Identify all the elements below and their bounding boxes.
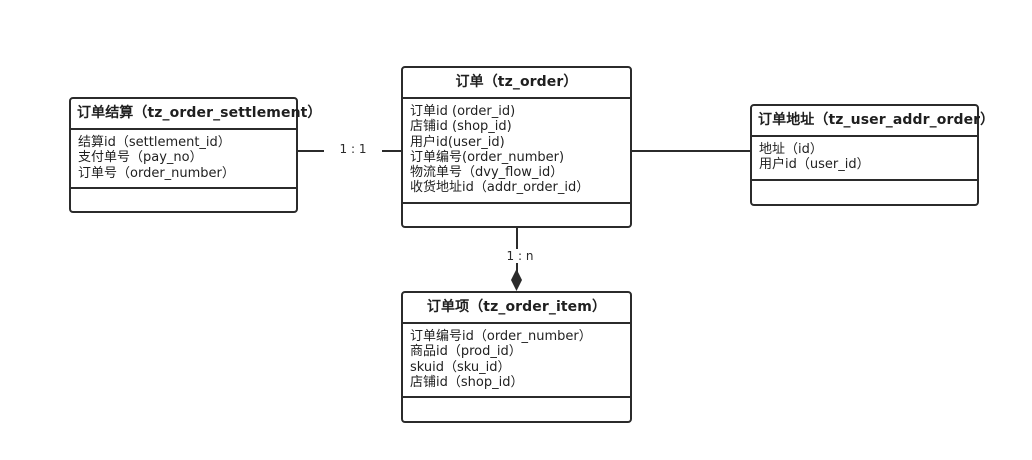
attribute-row: skuid（sku_id） (410, 359, 511, 375)
attribute-row: 用户id（user_id） (759, 157, 870, 173)
entity-footer-compartment (71, 189, 296, 211)
entity-attribute-list-order: 订单id (order_id) 店铺id (shop_id) 用户id(user… (403, 99, 630, 204)
entity-title-tz-order-item: 订单项（tz_order_item） (403, 293, 630, 324)
entity-footer-compartment (403, 398, 630, 421)
filled-diamond-marker-icon (511, 269, 522, 291)
attribute-row: 结算id（settlement_id） (78, 135, 231, 150)
entity-attribute-list-order-item: 订单编号id（order_number） 商品id（prod_id） skuid… (403, 324, 630, 399)
attribute-row: 物流单号（dvy_flow_id） (410, 165, 564, 181)
attribute-row: 店铺id (shop_id) (410, 119, 512, 135)
entity-footer-compartment (403, 204, 630, 226)
entity-box-tz-order-item[interactable]: 订单项（tz_order_item） 订单编号id（order_number） … (401, 291, 632, 424)
entity-attribute-list-address: 地址（id） 用户id（user_id） (752, 137, 977, 181)
relationship-label-order-item: 1 : n (492, 249, 548, 263)
attribute-row: 订单编号id（order_number） (410, 329, 592, 344)
attribute-row: 店铺id（shop_id） (410, 374, 524, 390)
attribute-row: 订单编号(order_number) (410, 149, 565, 165)
attribute-row: 订单id (order_id) (410, 104, 516, 119)
attribute-row: 订单号（order_number） (78, 165, 235, 181)
attribute-row: 支付单号（pay_no） (78, 150, 203, 166)
entity-box-tz-order-settlement[interactable]: 订单结算（tz_order_settlement） 结算id（settlemen… (69, 97, 321, 213)
entity-title-tz-user-addr-order: 订单地址（tz_user_addr_order） (752, 106, 994, 137)
attribute-row: 地址（id） (759, 142, 823, 157)
entity-footer-compartment (752, 181, 977, 204)
attribute-row: 收货地址id（addr_order_id） (410, 180, 590, 196)
entity-attribute-list-settlement: 结算id（settlement_id） 支付单号（pay_no） 订单号（ord… (71, 130, 296, 189)
connector-order-to-address (631, 150, 750, 152)
entity-title-tz-order-settlement: 订单结算（tz_order_settlement） (71, 99, 321, 130)
entity-box-tz-order[interactable]: 订单（tz_order） 订单id (order_id) 店铺id (shop_… (401, 66, 632, 228)
entity-box-tz-user-addr-order[interactable]: 订单地址（tz_user_addr_order） 地址（id） 用户id（use… (750, 104, 994, 206)
entity-title-tz-order: 订单（tz_order） (403, 68, 630, 99)
attribute-row: 用户id(user_id) (410, 134, 505, 150)
attribute-row: 商品id（prod_id） (410, 344, 522, 360)
relationship-label-settlement-order: 1 : 1 (324, 142, 382, 156)
